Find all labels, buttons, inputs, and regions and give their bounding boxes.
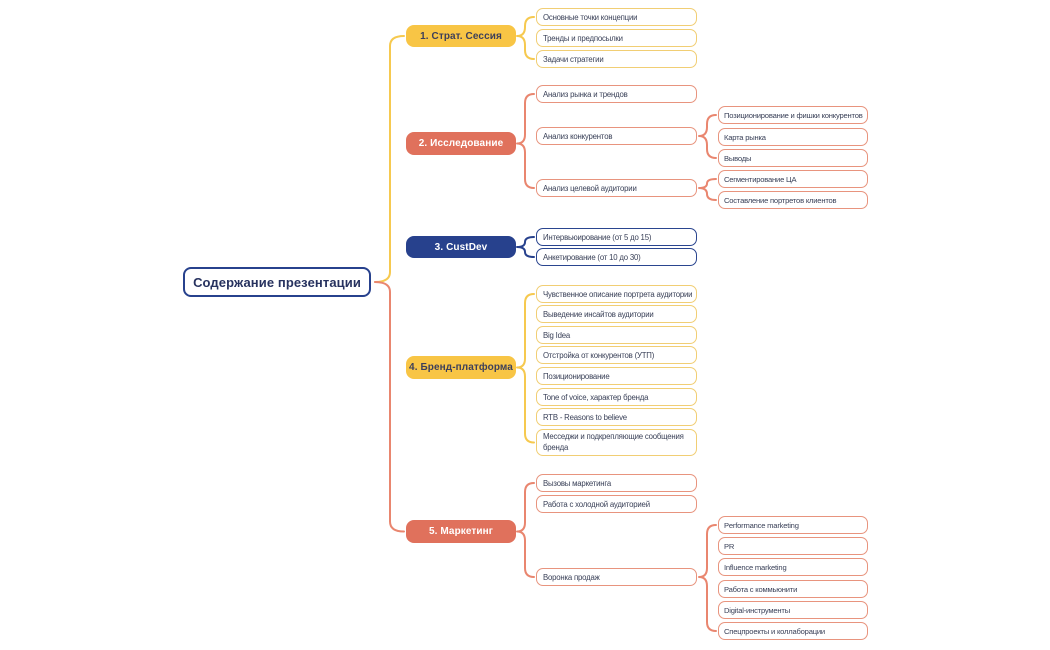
subtopic-node-label: Спецпроекты и коллаборации bbox=[724, 626, 825, 636]
subtopic-brace bbox=[698, 524, 717, 632]
topic-node[interactable]: Анализ конкурентов bbox=[536, 127, 697, 145]
topic-node[interactable]: Задачи стратегии bbox=[536, 50, 697, 68]
topic-node[interactable]: Чувственное описание портрета аудитории bbox=[536, 285, 697, 303]
branch-4-brace bbox=[516, 293, 535, 444]
root-brace-upper bbox=[374, 35, 405, 283]
subtopic-brace bbox=[698, 114, 717, 159]
topic-node-label: Анализ целевой аудитории bbox=[543, 183, 637, 193]
topic-node[interactable]: Анализ целевой аудитории bbox=[536, 179, 697, 197]
topic-node[interactable]: Анкетирование (от 10 до 30) bbox=[536, 248, 697, 266]
topic-node[interactable]: Позиционирование bbox=[536, 367, 697, 385]
branch-node-2-label: 2. Исследование bbox=[418, 138, 504, 149]
subtopic-brace bbox=[698, 178, 717, 201]
root-node-label: Содержание презентации bbox=[193, 274, 361, 290]
subtopic-node-label: Карта рынка bbox=[724, 132, 766, 142]
subtopic-node[interactable]: Performance marketing bbox=[718, 516, 868, 534]
branch-node-2[interactable]: 2. Исследование bbox=[406, 132, 516, 155]
subtopic-node-label: Performance marketing bbox=[724, 520, 799, 530]
branch-node-3[interactable]: 3. CustDev bbox=[406, 236, 516, 258]
subtopic-node[interactable]: PR bbox=[718, 537, 868, 555]
branch-node-1[interactable]: 1. Страт. Сессия bbox=[406, 25, 516, 47]
subtopic-node-label: Составление портретов клиентов bbox=[724, 195, 837, 205]
subtopic-node[interactable]: Influence marketing bbox=[718, 558, 868, 576]
topic-node[interactable]: Работа с холодной аудиторией bbox=[536, 495, 697, 513]
topic-node[interactable]: Тренды и предпосылки bbox=[536, 29, 697, 47]
subtopic-node-label: Сегментирование ЦА bbox=[724, 174, 797, 184]
topic-node[interactable]: Вызовы маркетинга bbox=[536, 474, 697, 492]
topic-node[interactable]: Основные точки концепции bbox=[536, 8, 697, 26]
branch-5-brace bbox=[516, 482, 535, 578]
topic-node[interactable]: Отстройка от конкурентов (УТП) bbox=[536, 346, 697, 364]
subtopic-node[interactable]: Сегментирование ЦА bbox=[718, 170, 868, 188]
topic-node-label: Анализ конкурентов bbox=[543, 131, 613, 141]
topic-node-label: Выведение инсайтов аудитории bbox=[543, 309, 654, 319]
branch-node-5[interactable]: 5. Маркетинг bbox=[406, 520, 516, 543]
topic-node[interactable]: Tone of voice, характер бренда bbox=[536, 388, 697, 406]
subtopic-node-label: Позиционирование и фишки конкурентов bbox=[724, 110, 863, 120]
topic-node[interactable]: Месседжи и подкрепляющие сообщения бренд… bbox=[536, 429, 697, 456]
subtopic-node[interactable]: Позиционирование и фишки конкурентов bbox=[718, 106, 868, 124]
topic-node[interactable]: Анализ рынка и трендов bbox=[536, 85, 697, 103]
topic-node[interactable]: Интервьюирование (от 5 до 15) bbox=[536, 228, 697, 246]
branch-2-brace bbox=[516, 93, 535, 189]
topic-node-label: Tone of voice, характер бренда bbox=[543, 392, 649, 402]
branch-node-1-label: 1. Страт. Сессия bbox=[420, 30, 502, 42]
topic-node-label: Воронка продаж bbox=[543, 572, 600, 582]
subtopic-node[interactable]: Работа с коммьюнити bbox=[718, 580, 868, 598]
subtopic-node[interactable]: Составление портретов клиентов bbox=[718, 191, 868, 209]
subtopic-node[interactable]: Digital-инструменты bbox=[718, 601, 868, 619]
topic-node-label: Основные точки концепции bbox=[543, 12, 638, 22]
root-brace-lower bbox=[374, 281, 405, 533]
topic-node-label: Анкетирование (от 10 до 30) bbox=[543, 252, 641, 262]
subtopic-node-label: Digital-инструменты bbox=[724, 605, 790, 615]
topic-node-label: Работа с холодной аудиторией bbox=[543, 499, 650, 509]
topic-node-label: Анализ рынка и трендов bbox=[543, 89, 628, 99]
subtopic-node-label: Выводы bbox=[724, 153, 752, 163]
topic-node[interactable]: Big Idea bbox=[536, 326, 697, 344]
topic-node-label: RTB - Reasons to believe bbox=[543, 412, 627, 422]
subtopic-node-label: Работа с коммьюнити bbox=[724, 584, 798, 594]
subtopic-node[interactable]: Карта рынка bbox=[718, 128, 868, 146]
topic-node-label: Вызовы маркетинга bbox=[543, 478, 611, 488]
subtopic-node[interactable]: Спецпроекты и коллаборации bbox=[718, 622, 868, 640]
branch-1-brace bbox=[516, 16, 535, 60]
subtopic-node-label: Influence marketing bbox=[724, 562, 787, 572]
root-node[interactable]: Содержание презентации bbox=[183, 267, 371, 297]
topic-node-label: Месседжи и подкрепляющие сообщения бренд… bbox=[543, 432, 684, 452]
topic-node[interactable]: Воронка продаж bbox=[536, 568, 697, 586]
topic-node-label: Тренды и предпосылки bbox=[543, 33, 623, 43]
subtopic-node[interactable]: Выводы bbox=[718, 149, 868, 167]
topic-node[interactable]: RTB - Reasons to believe bbox=[536, 408, 697, 426]
topic-node-label: Чувственное описание портрета аудитории bbox=[543, 289, 693, 299]
topic-node-label: Big Idea bbox=[543, 330, 571, 340]
branch-node-4[interactable]: 4. Бренд-платформа bbox=[406, 356, 516, 379]
branch-node-4-label: 4. Бренд-платформа bbox=[409, 362, 513, 373]
branch-3-brace bbox=[516, 236, 535, 258]
topic-node-label: Интервьюирование (от 5 до 15) bbox=[543, 232, 652, 242]
branch-node-3-label: 3. CustDev bbox=[434, 241, 488, 253]
topic-node-label: Позиционирование bbox=[543, 371, 610, 381]
topic-node-label: Задачи стратегии bbox=[543, 54, 604, 64]
topic-node[interactable]: Выведение инсайтов аудитории bbox=[536, 305, 697, 323]
branch-node-5-label: 5. Маркетинг bbox=[428, 526, 494, 537]
topic-node-label: Отстройка от конкурентов (УТП) bbox=[543, 350, 655, 360]
subtopic-node-label: PR bbox=[724, 541, 735, 551]
